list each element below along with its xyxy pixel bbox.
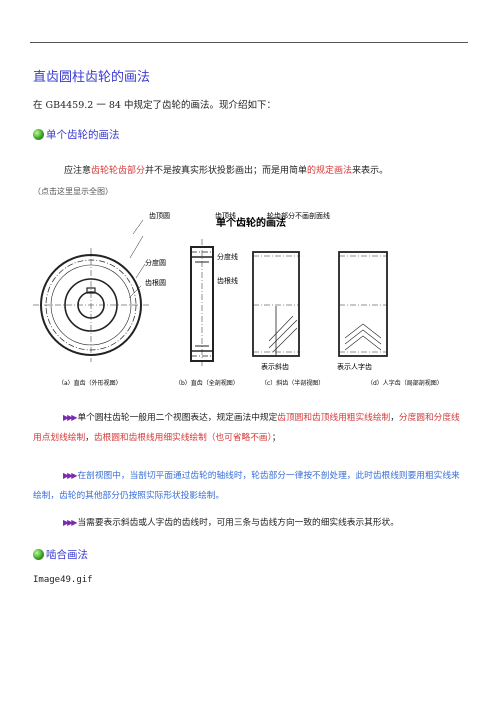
bullet-text: 当需要表示斜齿或人字齿的齿线时，可用三条与齿线方向一致的细实线表示其形状。 [77,518,399,528]
bullet-highlight: 分度圆和分度线用点划线绘制 [33,413,460,443]
label-root-circle: 齿根圆 [145,278,166,287]
caption-d: （d）人字齿（局部剖视图） [367,379,443,387]
caption-b: （b）直齿（全剖视图） [175,379,239,387]
view-a-front [33,235,149,362]
purple-arrow-icon: ▶▶▶ [63,413,78,422]
label-root-line: 齿根线 [217,276,238,285]
label-herringbone: 表示人字齿 [337,362,372,371]
caption-a: （a）直齿（外形视图） [58,379,122,387]
purple-arrow-icon: ▶▶▶ [63,471,78,480]
para-text: 并不是按真实形状投影画出；而是用简单 [145,166,308,176]
para-text: 应注意 [64,166,92,176]
figure-title: 单个齿轮的画法 [216,216,286,229]
bullet-text: ， [390,413,399,423]
page-title: 直齿圆柱齿轮的画法 [33,70,151,85]
show-full-image-link[interactable]: （点击这里显示全图） [33,187,113,196]
para-text: 来表示。 [352,166,389,176]
label-addendum-circle: 齿顶圆 [149,212,170,220]
green-bullet-icon [33,129,44,140]
bullet-paragraph-2: ▶▶▶在剖视图中，当剖切平面通过齿轮的轴线时，轮齿部分一律按不剖处理，此时齿根线… [33,466,463,506]
bullet-text: ； [271,433,281,443]
gear-drawing-figure: 单个齿轮的画法 齿顶圆 分度圆 齿根圆 齿顶线 分度线 齿根线 [33,211,443,387]
view-d-herringbone [338,251,388,357]
label-helical: 表示斜齿 [261,362,289,371]
bullet-text: ， [85,433,94,443]
purple-arrow-icon: ▶▶▶ [63,518,78,527]
section-heading-single-gear[interactable]: 单个齿轮的画法 [33,127,120,142]
para-highlight: 的规定画法 [307,166,353,176]
label-pitch-circle: 分度圆 [145,258,166,267]
bullet-highlight: 在剖视图中，当剖切平面通过齿轮的轴线时，轮齿部分一律按不剖处理，此时齿根线则要用… [33,471,460,501]
image-filename: Image49.gif [33,575,93,585]
bullet-paragraph-3: ▶▶▶当需要表示斜齿或人字齿的齿线时，可用三条与齿线方向一致的细实线表示其形状。 [33,513,463,533]
section1-paragraph: 应注意齿轮轮齿部分并不是按真实形状投影画出；而是用简单的规定画法来表示。 [64,163,388,176]
bullet-paragraph-1: ▶▶▶单个圆柱齿轮一般用二个视图表达，规定画法中规定齿顶圆和齿顶线用粗实线绘制，… [33,408,463,448]
top-rule [30,42,468,43]
bullet-highlight: 齿根圆和齿根线用细实线绘制（也可省略不画） [93,433,272,443]
bullet-text: 单个圆柱齿轮一般用二个视图表达，规定画法中规定 [77,413,278,423]
view-c-helical [252,251,300,357]
label-addendum-line: 齿顶线 [215,211,236,220]
green-bullet-icon [33,549,44,560]
bullet-highlight: 齿顶圆和齿顶线用粗实线绘制 [277,413,391,423]
caption-c: （c）斜齿（半剖视图） [261,379,324,387]
section-heading-meshing[interactable]: 啮合画法 [33,547,88,562]
view-b-section [190,239,214,368]
intro-text: 在 GB4459.2 一 84 中规定了齿轮的画法。现介绍如下： [33,100,276,111]
section-heading-label: 单个齿轮的画法 [46,129,120,141]
para-highlight: 齿轮轮齿部分 [91,166,146,176]
label-teeth-uncut: 轮齿部分不画剖面线 [267,211,330,220]
section-heading-label: 啮合画法 [46,549,88,561]
label-pitch-line: 分度线 [217,252,238,261]
